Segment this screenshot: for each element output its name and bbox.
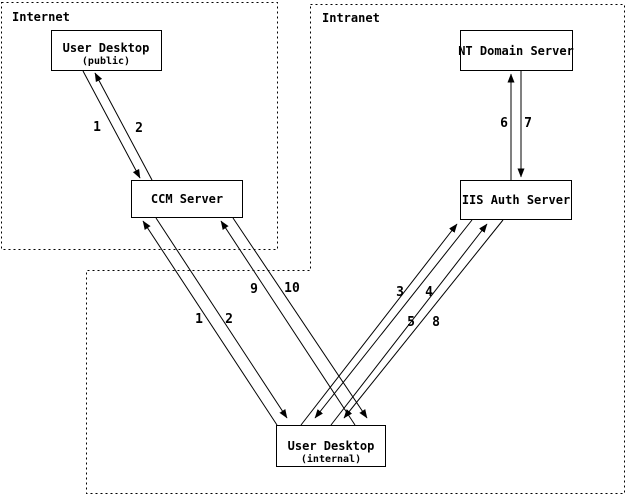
node-nt-domain-server-box: [460, 30, 573, 71]
edge-3-internal-to-iis: [300, 223, 458, 426]
node-user-desktop-public-box: [51, 30, 162, 71]
intranet-zone-label: Intranet: [322, 11, 380, 25]
edge-label-4: 4: [425, 285, 433, 300]
node-ccm-server: CCM Server: [131, 180, 243, 218]
edge-2-ccm-to-public: [94, 72, 153, 181]
edge-label-3: 3: [396, 285, 404, 300]
node-iis-auth-server-title: IIS Auth Server: [462, 193, 570, 207]
edge-8-iis-to-internal: [343, 219, 504, 419]
node-iis-auth-server-box: [460, 180, 572, 220]
edge-label-6: 6: [500, 116, 508, 131]
edge-10-ccm-to-internal: [232, 217, 368, 419]
edge-4-iis-to-internal: [314, 219, 473, 419]
node-user-desktop-public-subtitle: (public): [82, 55, 130, 67]
edge-label-7: 7: [524, 116, 532, 131]
edge-label-8: 8: [432, 315, 440, 330]
edge-label-9: 9: [250, 282, 258, 297]
node-user-desktop-public-title: User Desktop: [63, 41, 150, 55]
node-user-desktop-internal: User Desktop (internal): [276, 425, 386, 467]
edge-1-public-to-ccm: [82, 70, 141, 179]
internet-zone-label: Internet: [12, 10, 70, 24]
node-user-desktop-internal-title: User Desktop: [288, 439, 375, 453]
edge-5-internal-to-iis: [330, 223, 488, 426]
edge-label-2-internal: 2: [225, 312, 233, 327]
node-user-desktop-internal-box: [276, 425, 386, 467]
node-ccm-server-title: CCM Server: [151, 192, 223, 206]
intranet-zone-outline: [86, 4, 625, 494]
node-nt-domain-server-title: NT Domain Server: [458, 44, 574, 58]
node-iis-auth-server: IIS Auth Server: [460, 180, 572, 220]
edge-2-ccm-to-internal: [155, 217, 288, 419]
edge-1-internal-to-ccm: [142, 220, 278, 426]
node-nt-domain-server: NT Domain Server: [458, 30, 574, 71]
node-ccm-server-box: [131, 180, 243, 218]
node-user-desktop-internal-subtitle: (internal): [301, 453, 361, 465]
edge-9-internal-to-ccm: [220, 220, 356, 426]
edge-label-2-public: 2: [135, 121, 143, 136]
edge-label-1-internal: 1: [195, 312, 203, 327]
edge-label-10: 10: [284, 281, 300, 296]
edge-label-1-public: 1: [93, 120, 101, 135]
node-user-desktop-public: User Desktop (public): [51, 30, 162, 71]
edge-label-5: 5: [407, 315, 415, 330]
internet-zone-outline: [1, 2, 278, 250]
